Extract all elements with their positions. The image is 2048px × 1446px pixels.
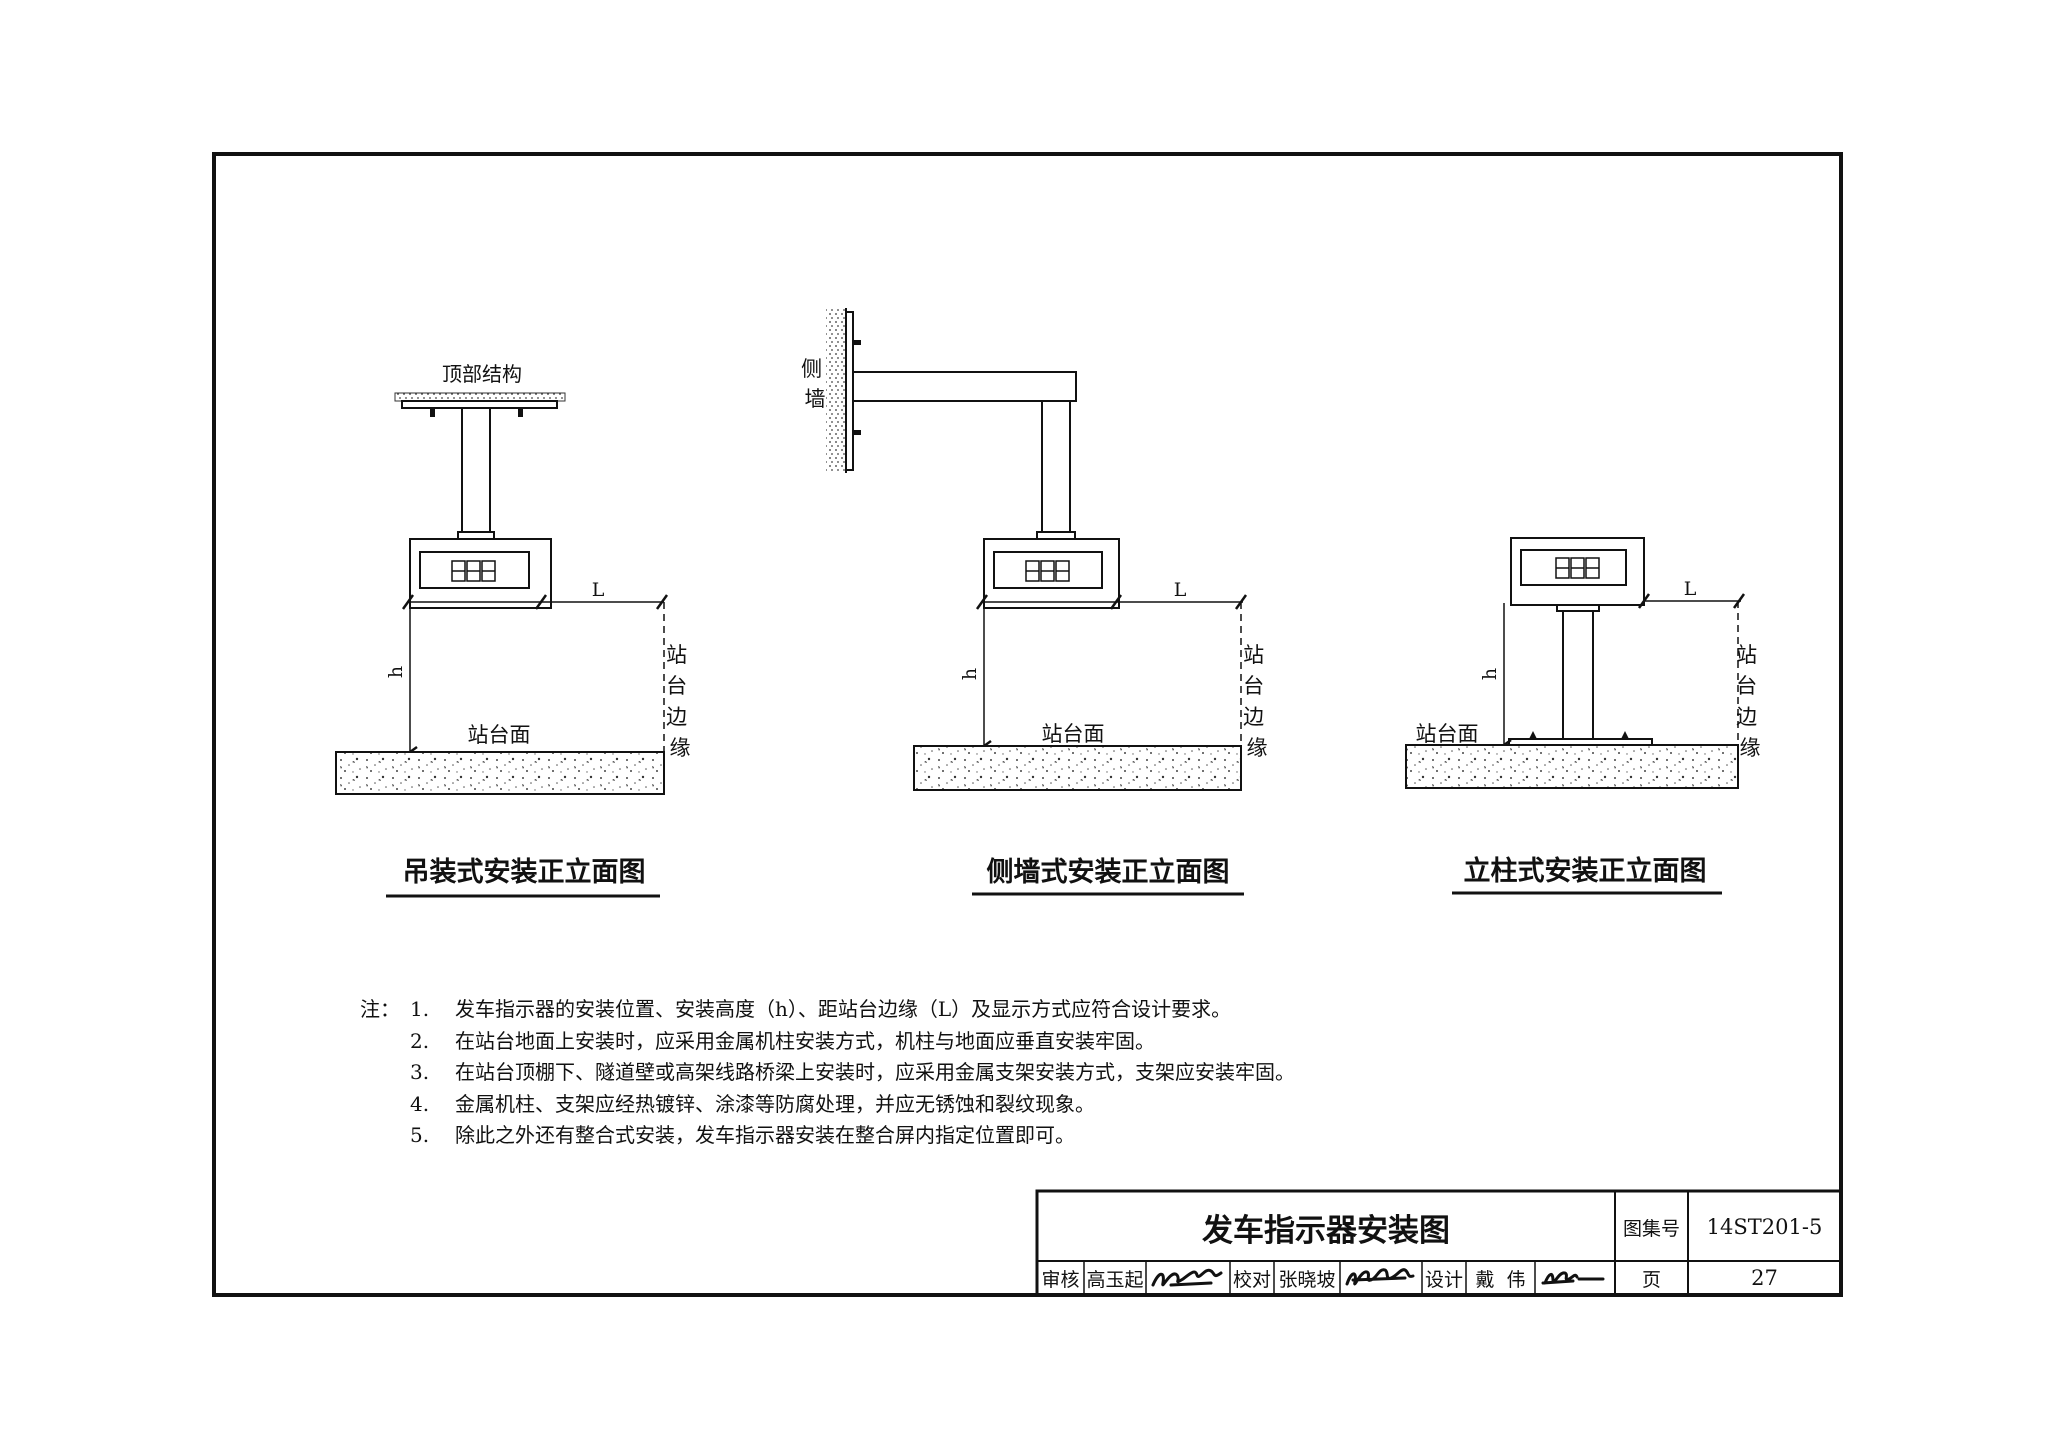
signature-reviewer (1151, 1268, 1223, 1287)
hanger-column (461, 407, 491, 533)
review-label: 审核 (1041, 1268, 1080, 1291)
view-side-wall: 侧 墙 L h 站 台 边 缘 站台面 侧墙式安装正立面 (801, 308, 1271, 896)
top-structure-label: 顶部结构 (442, 362, 522, 386)
notes-heading: 注： (360, 997, 400, 1021)
reviewer-name: 高玉起 (1086, 1268, 1144, 1291)
platform-surface-label: 站台面 (1416, 722, 1479, 746)
note-number: 1. (410, 997, 430, 1021)
dimension-label-h: h (385, 666, 407, 678)
platform-slab (335, 751, 665, 795)
note-number: 3. (410, 1060, 430, 1084)
title-block (1035, 1189, 1843, 1297)
bolt (853, 340, 861, 345)
dimension-tick (975, 594, 989, 610)
design-label: 设计 (1424, 1268, 1463, 1291)
signature-designer (1541, 1271, 1605, 1285)
platform-surface-label: 站台面 (468, 723, 531, 747)
note-number: 4. (410, 1091, 430, 1116)
display-digits (1555, 557, 1600, 579)
platform-edge-label: 站 台 边 缘 (1736, 643, 1764, 760)
note-item: 注： 1. 发车指示器的安装位置、安装高度（h）、距站台边缘（L）及显示方式应符… (360, 994, 1560, 1026)
dimension-label-l: L (1684, 578, 1697, 600)
view-post: L h 站 台 边 缘 站台面 立柱式安装正立面图 (1405, 537, 1764, 895)
note-number: 2. (410, 1028, 430, 1053)
atlas-number: 14ST201-5 (1706, 1215, 1823, 1239)
note-number: 5. (410, 1123, 430, 1147)
dimension-tick (655, 594, 669, 610)
note-item: 4. 金属机柱、支架应经热镀锌、涂漆等防腐处理，并应无锈蚀和裂纹现象。 (360, 1089, 1560, 1121)
platform-edge-label: 站 台 边 缘 (666, 643, 694, 760)
dimension-label-h: h (1479, 668, 1501, 680)
sheet-border (212, 152, 1843, 1297)
dimension-tick (1732, 593, 1746, 609)
dimension-label-l: L (592, 579, 605, 601)
anchor-bolt (1621, 731, 1629, 739)
column-base (457, 531, 495, 540)
bracket-drop (1041, 400, 1071, 534)
mounting-plate (401, 400, 558, 409)
dimension-tick (1637, 593, 1651, 609)
platform-edge-label: 站 台 边 缘 (1243, 643, 1271, 760)
bolt (518, 408, 523, 417)
note-text: 除此之外还有整合式安装，发车指示器安装在整合屏内指定位置即可。 (455, 1123, 1075, 1147)
bolt (853, 430, 861, 435)
wall-plate (845, 311, 854, 471)
note-item: 2. 在站台地面上安装时，应采用金属机柱安装方式，机柱与地面应垂直安装牢固。 (360, 1026, 1560, 1058)
bolt (430, 408, 435, 417)
indicator-display (993, 551, 1103, 589)
page-number: 27 (1751, 1266, 1778, 1290)
dimension-label-h: h (959, 668, 981, 680)
view-caption-side-wall: 侧墙式安装正立面图 (987, 856, 1230, 888)
platform-slab (1405, 744, 1739, 789)
post-column (1562, 610, 1594, 740)
side-wall-label: 侧 墙 (801, 357, 829, 411)
note-text: 金属机柱、支架应经热镀锌、涂漆等防腐处理，并应无锈蚀和裂纹现象。 (455, 1091, 1095, 1116)
column-base (1036, 531, 1076, 540)
atlas-number-label: 图集号 (1622, 1217, 1680, 1240)
view-caption-suspended: 吊装式安装正立面图 (403, 856, 646, 888)
dimension-label-l: L (1174, 579, 1187, 601)
note-item: 3. 在站台顶棚下、隧道壁或高架线路桥梁上安装时，应采用金属支架安装方式，支架应… (360, 1057, 1560, 1089)
notes-block: 注： 1. 发车指示器的安装位置、安装高度（h）、距站台边缘（L）及显示方式应符… (360, 994, 1560, 1152)
page-label: 页 (1641, 1268, 1661, 1291)
side-wall (826, 308, 846, 473)
designer-name: 戴 伟 (1475, 1268, 1526, 1291)
checker-name: 张晓坡 (1278, 1268, 1336, 1291)
display-digits (1025, 560, 1070, 582)
signature-checker (1345, 1268, 1415, 1286)
bracket-arm (852, 371, 1077, 402)
note-text: 在站台顶棚下、隧道壁或高架线路桥梁上安装时，应采用金属支架安装方式，支架应安装牢… (455, 1060, 1295, 1084)
note-text: 在站台地面上安装时，应采用金属机柱安装方式，机柱与地面应垂直安装牢固。 (455, 1028, 1155, 1053)
dimension-tick (401, 594, 415, 610)
note-item: 5. 除此之外还有整合式安装，发车指示器安装在整合屏内指定位置即可。 (360, 1120, 1560, 1152)
platform-slab (913, 745, 1242, 791)
display-digits (451, 560, 496, 582)
platform-surface-label: 站台面 (1042, 722, 1105, 746)
dimension-tick (1109, 594, 1123, 610)
check-label: 校对 (1232, 1268, 1271, 1291)
indicator-display (419, 551, 530, 589)
view-suspended: 顶部结构 L h 站 台 边 缘 站台面 吊装式 (335, 362, 694, 898)
dimension-tick (534, 594, 548, 610)
view-caption-post: 立柱式安装正立面图 (1464, 855, 1707, 887)
sheet-title: 发车指示器安装图 (1202, 1212, 1450, 1249)
note-text: 发车指示器的安装位置、安装高度（h）、距站台边缘（L）及显示方式应符合设计要求。 (455, 997, 1232, 1021)
anchor-bolt (1529, 731, 1537, 739)
ceiling-structure (394, 392, 566, 402)
